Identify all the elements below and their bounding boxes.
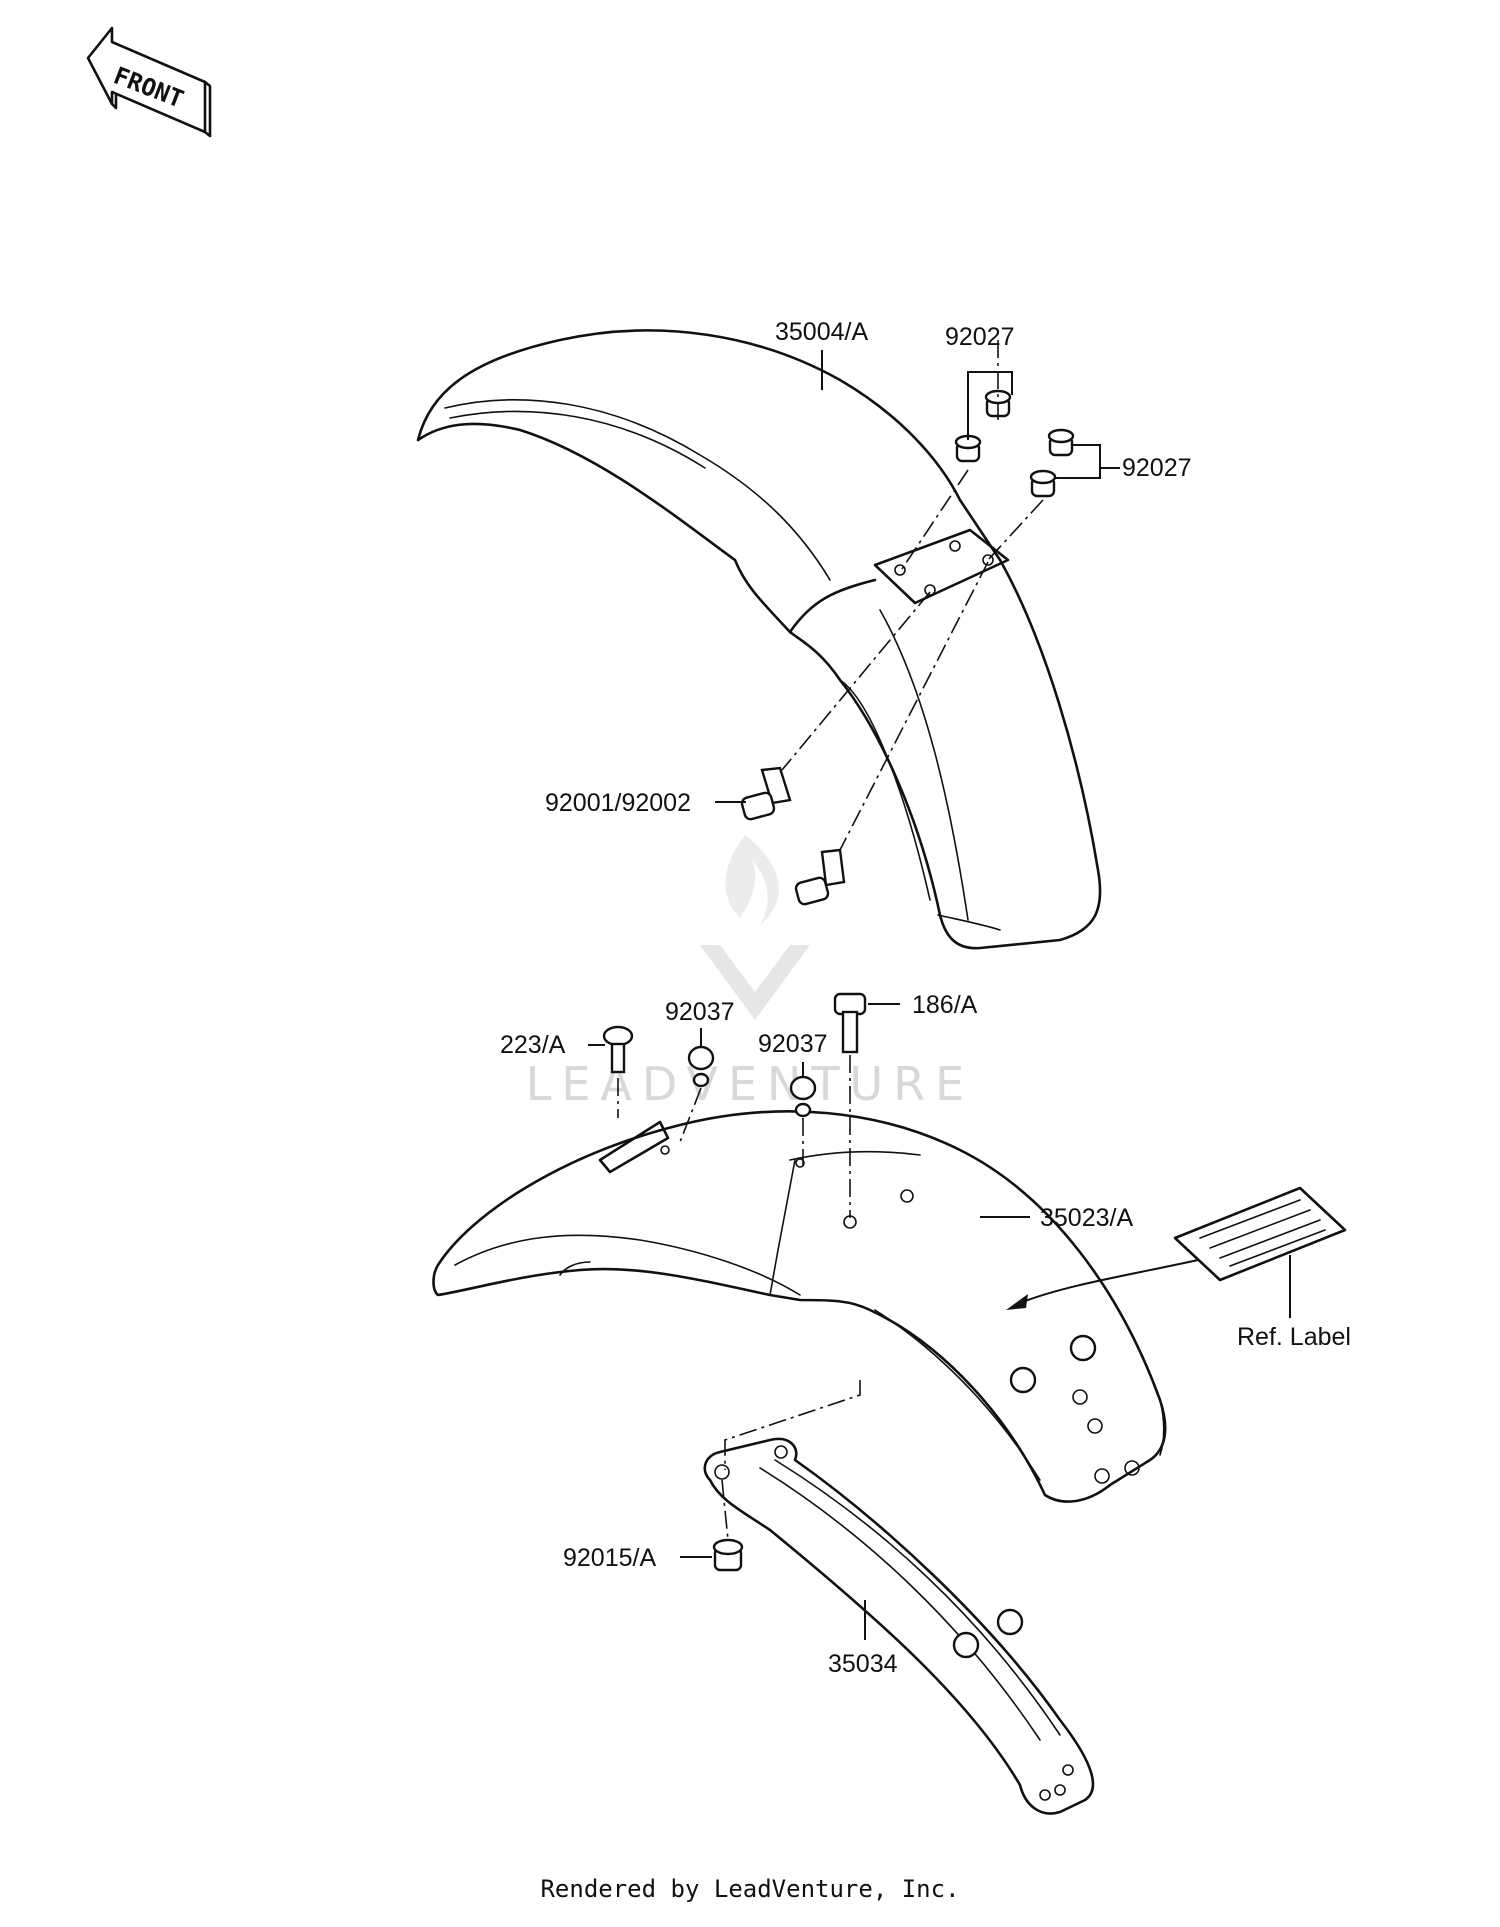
label-rear-fender: 35023/A	[1040, 1204, 1133, 1232]
label-nut-right: 92027	[1122, 454, 1192, 482]
label-front-fender: 35004/A	[775, 318, 868, 346]
nut-icon	[954, 434, 982, 463]
watermark: LEADVENTURE	[526, 835, 975, 1111]
assembly-line	[781, 591, 931, 771]
ref-label-sticker	[1173, 1186, 1347, 1318]
assembly-line	[899, 469, 969, 573]
bolt-92001-group	[740, 766, 846, 906]
front-fender	[416, 329, 1102, 950]
arrow-head-icon	[1006, 1294, 1028, 1310]
label-bolt-front-fender: 92001/92002	[545, 789, 691, 817]
label-screw: 223/A	[500, 1031, 566, 1059]
leader-arrow	[1019, 1259, 1199, 1304]
bolt-icon	[833, 992, 867, 1054]
label-bolt-rear: 186/A	[912, 991, 978, 1019]
nut-icon	[1029, 469, 1057, 498]
leader-line	[1055, 444, 1120, 479]
footer-credit: Rendered by LeadVenture, Inc.	[540, 1875, 960, 1903]
assembly-line	[724, 1380, 861, 1470]
label-nut-bracket: 92015/A	[563, 1544, 656, 1572]
label-ref-label: Ref. Label	[1237, 1323, 1351, 1351]
assembly-line	[679, 1087, 702, 1143]
leader-line	[967, 371, 1013, 440]
screw-icon	[602, 1025, 634, 1074]
assembly-line	[987, 499, 1044, 561]
assembly-line	[721, 1479, 729, 1541]
label-nut-top: 92027	[945, 323, 1015, 351]
bolt-icon	[794, 848, 846, 906]
label-grommet-right: 92037	[758, 1030, 828, 1058]
nut-92027-group	[954, 389, 1075, 498]
label-grommet-left: 92037	[665, 998, 735, 1026]
grommet-icon	[687, 1045, 715, 1088]
nut-icon	[1047, 428, 1075, 457]
bracket	[703, 1437, 1095, 1815]
bolt-icon	[740, 766, 792, 821]
rear-fender	[432, 1110, 1167, 1503]
assembly-line	[839, 561, 989, 851]
nut-icon	[712, 1538, 744, 1572]
watermark-text: LEADVENTURE	[526, 1057, 975, 1111]
front-arrow-icon: FRONT	[86, 26, 212, 138]
label-bracket: 35034	[828, 1650, 898, 1678]
